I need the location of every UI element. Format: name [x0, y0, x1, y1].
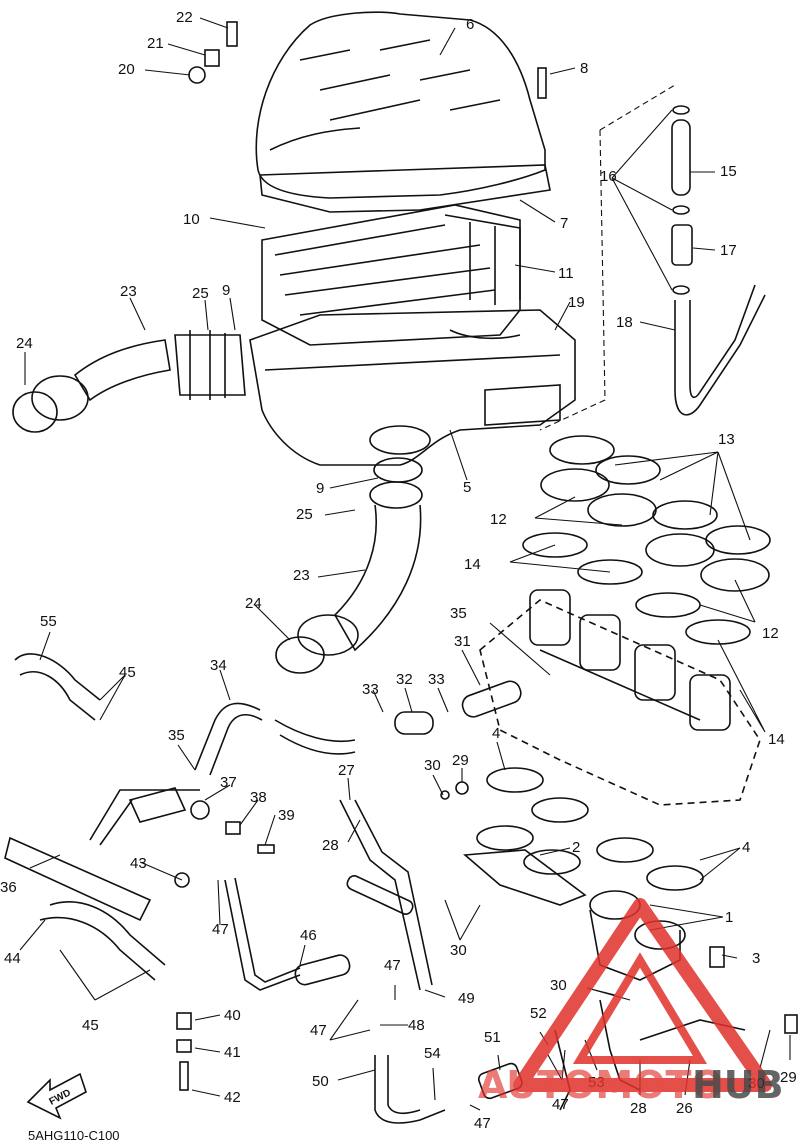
carburetor-assembly [479, 589, 761, 806]
callout-16: 16 [600, 168, 617, 185]
fasteners [174, 21, 798, 1091]
callout-8: 8 [580, 60, 588, 77]
air-box-case [249, 309, 576, 466]
callout-25a: 25 [192, 285, 209, 302]
callout-7: 7 [560, 215, 568, 232]
callout-47a: 47 [212, 921, 229, 938]
callout-33b: 33 [428, 671, 445, 688]
callout-54: 54 [424, 1045, 441, 1062]
callout-24a: 24 [16, 335, 33, 352]
callout-29b: 29 [780, 1069, 797, 1086]
callout-4b: 4 [742, 839, 750, 856]
air-filter-element [261, 204, 521, 346]
callout-47d: 47 [474, 1115, 491, 1132]
callout-25b: 25 [296, 506, 313, 523]
callout-18: 18 [616, 314, 633, 331]
callout-14a: 14 [464, 556, 481, 573]
callout-26: 26 [676, 1100, 693, 1117]
callout-31: 31 [454, 633, 471, 650]
callout-23a: 23 [120, 283, 137, 300]
callout-10: 10 [183, 211, 200, 228]
joint-clamps-4 [486, 767, 704, 891]
callout-48: 48 [408, 1017, 425, 1034]
watermark-dark-text: HUB [692, 1063, 784, 1107]
breather-hose-set [539, 84, 766, 431]
leader-lines [19, 17, 791, 1111]
automotohub-watermark: AUTOMOTO HUB [478, 898, 784, 1107]
callout-42: 42 [224, 1089, 241, 1106]
intake-joints [463, 825, 686, 981]
callout-50: 50 [312, 1073, 329, 1090]
callout-46: 46 [300, 927, 317, 944]
intake-duct-left [12, 330, 246, 433]
callout-5: 5 [463, 479, 471, 496]
callout-39: 39 [278, 807, 295, 824]
fwd-arrow-icon: FWD [26, 1072, 87, 1120]
callout-30c: 30 [550, 977, 567, 994]
callout-30b: 30 [450, 942, 467, 959]
callout-45b: 45 [82, 1017, 99, 1034]
callout-21: 21 [147, 35, 164, 52]
vacuum-hoses [4, 653, 746, 1124]
callout-43: 43 [130, 855, 147, 872]
callout-47b: 47 [384, 957, 401, 974]
callout-47e: 47 [552, 1096, 569, 1113]
callout-51: 51 [484, 1029, 501, 1046]
callout-37: 37 [220, 774, 237, 791]
callout-23b: 23 [293, 567, 310, 584]
callout-15: 15 [720, 163, 737, 180]
callout-55: 55 [40, 613, 57, 630]
callout-38: 38 [250, 789, 267, 806]
carb-joint-clamps [522, 435, 771, 645]
callout-2: 2 [572, 839, 580, 856]
callout-28: 28 [322, 837, 339, 854]
callout-40: 40 [224, 1007, 241, 1024]
callout-12a: 12 [490, 511, 507, 528]
callout-19: 19 [568, 294, 585, 311]
callout-29a: 29 [452, 752, 469, 769]
callout-49: 49 [458, 990, 475, 1007]
callout-6: 6 [466, 16, 474, 33]
callout-35b: 35 [168, 727, 185, 744]
callout-17: 17 [720, 242, 737, 259]
callout-35a: 35 [450, 605, 467, 622]
callout-22: 22 [176, 9, 193, 26]
callout-20: 20 [118, 61, 135, 78]
watermark-red-text: AUTOMOTO [478, 1063, 724, 1107]
callout-9a: 9 [222, 282, 230, 299]
callout-41: 41 [224, 1044, 241, 1061]
diagram-code: 5AHG110-C100 [28, 1128, 120, 1143]
callout-12b: 12 [762, 625, 779, 642]
callout-24b: 24 [245, 595, 262, 612]
intake-duct-lower [275, 457, 423, 674]
callout-47c: 47 [310, 1022, 327, 1039]
callout-14b: 14 [768, 731, 785, 748]
callout-28b: 28 [630, 1100, 647, 1117]
callout-4a: 4 [492, 725, 500, 742]
callout-1: 1 [725, 909, 733, 926]
callout-36: 36 [0, 879, 17, 896]
callout-33a: 33 [362, 681, 379, 698]
callout-3: 3 [752, 950, 760, 967]
callout-44: 44 [4, 950, 21, 967]
callout-34: 34 [210, 657, 227, 674]
callout-13: 13 [718, 431, 735, 448]
callout-11: 11 [558, 265, 574, 282]
callout-27: 27 [338, 762, 355, 779]
callout-32: 32 [396, 671, 413, 688]
callout-9b: 9 [316, 480, 324, 497]
callout-30a: 30 [424, 757, 441, 774]
air-box-cover [255, 11, 551, 213]
callout-52: 52 [530, 1005, 547, 1022]
callout-45a: 45 [119, 664, 136, 681]
